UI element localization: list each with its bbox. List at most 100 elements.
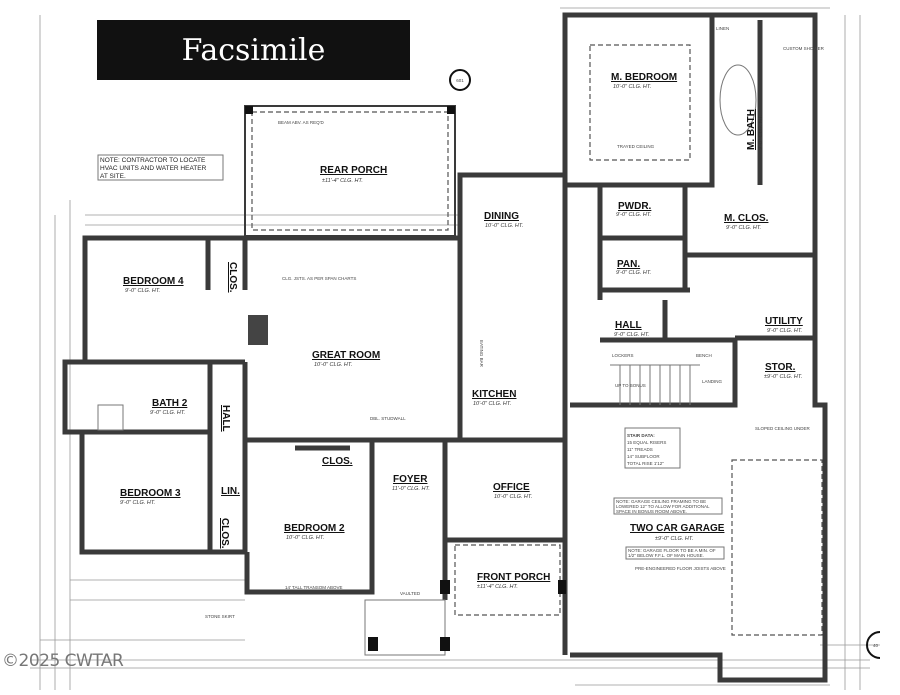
svg-text:DINING: DINING xyxy=(484,211,519,222)
svg-text:15 EQUAL RISERS: 15 EQUAL RISERS xyxy=(627,440,666,445)
svg-text:1/2" BELOW F.F.L. OF MAIN HOUS: 1/2" BELOW F.F.L. OF MAIN HOUSE. xyxy=(628,553,704,558)
svg-text:9'-0" CLG. HT.: 9'-0" CLG. HT. xyxy=(616,270,651,276)
svg-text:BEDROOM 4: BEDROOM 4 xyxy=(123,276,184,287)
svg-text:±11'-4" CLG. HT.: ±11'-4" CLG. HT. xyxy=(322,178,363,184)
svg-text:UTILITY: UTILITY xyxy=(765,316,803,327)
svg-text:TOTAL RISE 1'12": TOTAL RISE 1'12" xyxy=(627,461,664,466)
garage-ceiling-note: NOTE: GARAGE CEILING FRAMING TO BE LOWER… xyxy=(613,497,723,515)
svg-text:M. CLOS.: M. CLOS. xyxy=(724,213,769,224)
room-master-closet: M. CLOS.9'-0" CLG. HT. xyxy=(724,213,769,231)
room-garage: TWO CAR GARAGE ±9'-0" CLG. HT. xyxy=(630,523,725,542)
svg-text:NOTE: GARAGE FLOOR TO BE A MIN: NOTE: GARAGE FLOOR TO BE A MIN. OF xyxy=(628,548,716,553)
svg-text:TWO CAR GARAGE: TWO CAR GARAGE xyxy=(630,523,725,534)
svg-text:9'-0" CLG. HT.: 9'-0" CLG. HT. xyxy=(767,328,802,334)
svg-text:CLG. JSTS. AS PER SPAN CHARTS: CLG. JSTS. AS PER SPAN CHARTS xyxy=(282,276,356,281)
walls xyxy=(62,12,828,683)
svg-text:BEDROOM 2: BEDROOM 2 xyxy=(284,523,345,534)
svg-text:STONE SKIRT: STONE SKIRT xyxy=(205,614,235,619)
room-pantry: PAN.9'-0" CLG. HT. xyxy=(616,259,651,276)
svg-text:9'-0" CLG. HT.: 9'-0" CLG. HT. xyxy=(616,212,651,218)
garage-floor-note: NOTE: GARAGE FLOOR TO BE A MIN. OF 1/2" … xyxy=(625,546,725,560)
room-bedroom-4: BEDROOM 49'-0" CLG. HT. xyxy=(123,276,184,294)
svg-text:10'-0" CLG. HT.: 10'-0" CLG. HT. xyxy=(613,84,651,90)
column xyxy=(440,637,450,651)
svg-text:11" TREADS: 11" TREADS xyxy=(627,447,653,452)
svg-text:10'-0" CLG. HT.: 10'-0" CLG. HT. xyxy=(286,535,324,541)
front-porch xyxy=(364,544,566,656)
column xyxy=(447,106,455,114)
svg-text:AT SITE.: AT SITE. xyxy=(100,173,126,180)
svg-text:9'-0" CLG. HT.: 9'-0" CLG. HT. xyxy=(150,410,185,416)
svg-text:M. BEDROOM: M. BEDROOM xyxy=(611,72,677,83)
room-powder: PWDR.9'-0" CLG. HT. xyxy=(616,201,652,218)
svg-text:BENCH: BENCH xyxy=(696,353,712,358)
svg-text:PWDR.: PWDR. xyxy=(618,201,652,212)
svg-text:SPACE IN BONUS ROOM ABOVE.: SPACE IN BONUS ROOM ABOVE. xyxy=(616,509,687,514)
column xyxy=(245,106,253,114)
room-rear-porch: REAR PORCH±11'-4" CLG. HT. xyxy=(320,165,387,184)
svg-text:SLOPED CEILING UNDER: SLOPED CEILING UNDER xyxy=(755,426,811,431)
svg-text:14" SUBFLOOR: 14" SUBFLOOR xyxy=(627,454,660,459)
column xyxy=(368,637,378,651)
svg-text:10'-0" CLG. HT.: 10'-0" CLG. HT. xyxy=(473,401,511,407)
svg-text:GREAT ROOM: GREAT ROOM xyxy=(312,350,380,361)
room-front-porch: FRONT PORCH±11'-4" CLG. HT. xyxy=(477,572,550,590)
svg-text:LOCKERS: LOCKERS xyxy=(612,353,634,358)
svg-text:9'-0" CLG. HT.: 9'-0" CLG. HT. xyxy=(758,115,764,150)
svg-text:±11'-4" CLG. HT.: ±11'-4" CLG. HT. xyxy=(477,584,518,590)
svg-text:9'-0" CLG. HT.: 9'-0" CLG. HT. xyxy=(726,225,761,231)
section-marker-right: 40 xyxy=(866,631,881,659)
room-closet-bed4: CLOS. xyxy=(227,262,238,293)
svg-text:10'-0" CLG. HT.: 10'-0" CLG. HT. xyxy=(314,362,352,368)
section-marker-top: 601 xyxy=(449,69,471,91)
svg-text:NOTE: GARAGE CEILING FRAMING T: NOTE: GARAGE CEILING FRAMING TO BE xyxy=(616,499,706,504)
svg-text:HALL: HALL xyxy=(615,320,642,331)
svg-text:±9'-0" CLG. HT.: ±9'-0" CLG. HT. xyxy=(655,536,693,542)
svg-text:KITCHEN: KITCHEN xyxy=(472,389,516,400)
svg-text:DBL. STUDWALL: DBL. STUDWALL xyxy=(370,416,406,421)
svg-text:11'-0" CLG. HT.: 11'-0" CLG. HT. xyxy=(392,486,430,492)
svg-text:CLOS.: CLOS. xyxy=(219,518,230,549)
svg-text:STOR.: STOR. xyxy=(765,362,796,373)
svg-text:10'-0" CLG. HT.: 10'-0" CLG. HT. xyxy=(494,494,532,500)
svg-text:9'-0" CLG. HT.: 9'-0" CLG. HT. xyxy=(120,500,155,506)
dimension-lines xyxy=(30,7,880,690)
svg-text:14' TALL TRANSOM ABOVE: 14' TALL TRANSOM ABOVE xyxy=(285,585,342,590)
svg-text:LOWERED 12" TO ALLOW FOR ADDIT: LOWERED 12" TO ALLOW FOR ADDITIONAL xyxy=(616,504,710,509)
svg-text:40: 40 xyxy=(873,643,879,648)
svg-text:10'-0" CLG. HT.: 10'-0" CLG. HT. xyxy=(485,223,523,229)
fireplace xyxy=(248,315,268,345)
svg-text:M. BATH: M. BATH xyxy=(746,109,757,150)
svg-text:STAIR DATA:: STAIR DATA: xyxy=(627,433,655,438)
svg-text:LIN.: LIN. xyxy=(221,486,240,497)
room-bedroom-2: BEDROOM 210'-0" CLG. HT. xyxy=(284,523,345,541)
svg-text:9'-0" CLG. HT.: 9'-0" CLG. HT. xyxy=(614,332,649,338)
svg-text:LANDING: LANDING xyxy=(702,379,723,384)
svg-text:VAULTED: VAULTED xyxy=(400,591,421,596)
copyright-watermark: ©2025 CWTAR xyxy=(2,651,124,671)
room-bath-2: BATH 29'-0" CLG. HT. xyxy=(150,398,188,416)
svg-text:601: 601 xyxy=(456,78,464,83)
svg-text:FRONT PORCH: FRONT PORCH xyxy=(477,572,550,583)
svg-text:±9'-0" CLG. HT.: ±9'-0" CLG. HT. xyxy=(764,374,802,380)
svg-text:LINEN: LINEN xyxy=(716,26,729,31)
svg-text:UP TO BONUS: UP TO BONUS xyxy=(615,383,646,388)
svg-text:CUSTOM SHOWER: CUSTOM SHOWER xyxy=(783,46,825,51)
svg-text:HVAC UNITS AND WATER HEATER: HVAC UNITS AND WATER HEATER xyxy=(100,165,207,172)
stair-data-note: STAIR DATA: 15 EQUAL RISERS 11" TREADS 1… xyxy=(624,427,681,469)
room-closet-bed3: CLOS. xyxy=(219,518,230,549)
annotations: TRAYED CEILING CLG. JSTS. AS PER SPAN CH… xyxy=(205,26,825,619)
svg-text:CLOS.: CLOS. xyxy=(322,456,353,467)
room-labels: REAR PORCH±11'-4" CLG. HT. BEDROOM 49'-0… xyxy=(120,72,803,590)
svg-text:EATING BAR: EATING BAR xyxy=(479,340,484,368)
svg-text:BEDROOM 3: BEDROOM 3 xyxy=(120,488,181,499)
column xyxy=(440,580,450,594)
